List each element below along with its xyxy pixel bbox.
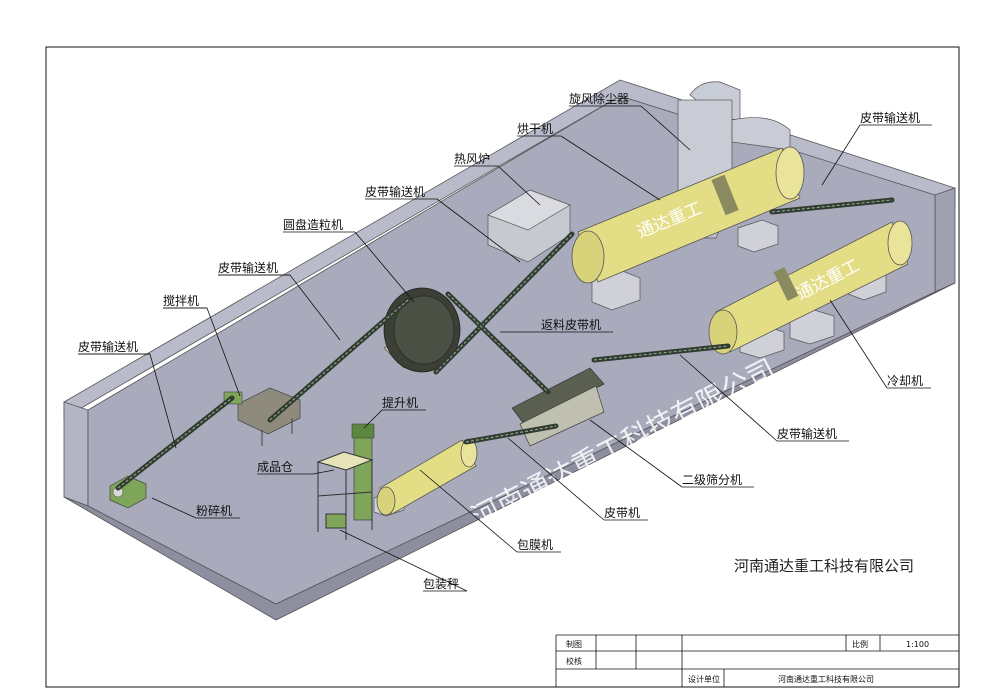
label-text-packing-scale: 包装秤 [423,577,459,591]
label-text-mixer: 搅拌机 [163,293,199,308]
label-text-dryer: 烘干机 [517,122,553,136]
label-conveyor-top-center: 皮带输送机 [365,184,521,263]
label-text-cooler: 冷却机 [887,374,923,388]
label-text-conveyor-top-center: 皮带输送机 [365,184,425,199]
label-cyclone: 旋风除尘器 [569,91,691,151]
hot-air-furnace [487,189,571,263]
label-text-return-conveyor: 返料皮带机 [541,318,601,332]
dryer-drum: 通达重工 [571,146,805,284]
label-text-cyclone: 旋风除尘器 [569,91,629,106]
label-text-coating-machine: 包膜机 [517,538,553,552]
label-group: 旋风除尘器烘干机热风炉皮带输送机圆盘造粒机皮带输送机搅拌机皮带输送机返料皮带机提… [78,91,932,592]
finished-product-bin-frame [316,451,374,540]
label-leader-line [354,231,415,303]
label-text-conveyor-mid-right: 皮带输送机 [777,426,837,441]
label-text-elevator: 提升机 [382,395,418,410]
label-packing-scale: 包装秤 [339,529,468,592]
label-leader-line [821,124,861,186]
label-finished-bin: 成品仓 [257,460,335,475]
conveyor-cooler-to-screener [591,343,731,363]
label-conveyor-mid-right: 皮带输送机 [679,354,849,442]
design-unit-label: 设计单位 [688,674,720,684]
label-conveyor-mid-left: 皮带输送机 [218,260,341,341]
conveyor-screener-to-coating [463,423,559,445]
label-mixer: 搅拌机 [163,293,241,397]
drawn-by-label: 制图 [566,639,582,649]
label-text-conveyor-mid-left: 皮带输送机 [218,260,278,275]
conveyor-dryer-to-cooler [769,197,895,215]
label-dryer: 烘干机 [517,122,661,201]
label-coating-machine: 包膜机 [419,469,561,553]
label-text-conveyor-left: 皮带输送机 [78,339,138,354]
left-wall [63,401,89,507]
label-conveyor-left: 皮带输送机 [78,339,177,449]
label-text-finished-bin: 成品仓 [257,460,293,474]
right-wall [934,187,956,293]
label-leader-line [829,299,888,389]
label-text-screener: 二级筛分机 [682,472,742,487]
label-leader-line [339,529,468,592]
title-block: 制图 校核 比例 1:100 设计单位 河南通达重工科技有限公司 [555,634,959,687]
label-screener: 二级筛分机 [589,419,754,488]
scale-value: 1:100 [906,640,929,649]
design-unit-value: 河南通达重工科技有限公司 [778,674,874,684]
label-crusher: 粉碎机 [151,497,240,519]
label-leader-line [497,165,541,206]
conveyor-mixer-to-granulator [267,297,411,423]
label-leader-line [640,105,691,151]
label-leader-line [589,419,683,488]
label-leader-line [507,437,605,521]
conveyor-return [445,291,551,395]
label-leader-line [151,497,197,519]
floor-front-edge [63,282,956,621]
crusher-machine [109,475,147,509]
label-leader-line [560,135,661,201]
label-conveyor-top-right: 皮带输送机 [821,110,932,186]
label-text-conveyor-top-right: 皮带输送机 [860,110,920,125]
label-return-conveyor: 返料皮带机 [500,318,613,333]
scale-label: 比例 [852,639,868,649]
label-text-hot-air-furnace: 热风炉 [454,152,490,166]
label-text-belt-conveyor: 皮带机 [604,506,640,520]
company-name: 河南通达重工科技有限公司 [734,557,914,575]
label-leader-line [679,354,778,442]
label-leader-line [419,469,518,553]
label-text-disc-granulator: 圆盘造粒机 [283,217,343,232]
label-disc-granulator: 圆盘造粒机 [283,217,415,303]
disc-granulator [383,287,461,373]
label-belt-conveyor: 皮带机 [507,437,648,521]
label-leader-line [312,469,335,475]
label-text-crusher: 粉碎机 [196,503,232,518]
conveyor-granulator-to-dryer [433,231,575,375]
drawing-border [45,46,960,688]
label-hot-air-furnace: 热风炉 [454,152,541,206]
bucket-elevator [351,423,375,521]
plant-room [63,79,956,621]
checked-by-label: 校核 [566,656,582,666]
label-cooler: 冷却机 [829,299,931,389]
label-elevator: 提升机 [363,395,426,429]
label-leader-line [436,198,521,263]
label-leader-line [363,409,383,429]
floor [87,95,936,605]
